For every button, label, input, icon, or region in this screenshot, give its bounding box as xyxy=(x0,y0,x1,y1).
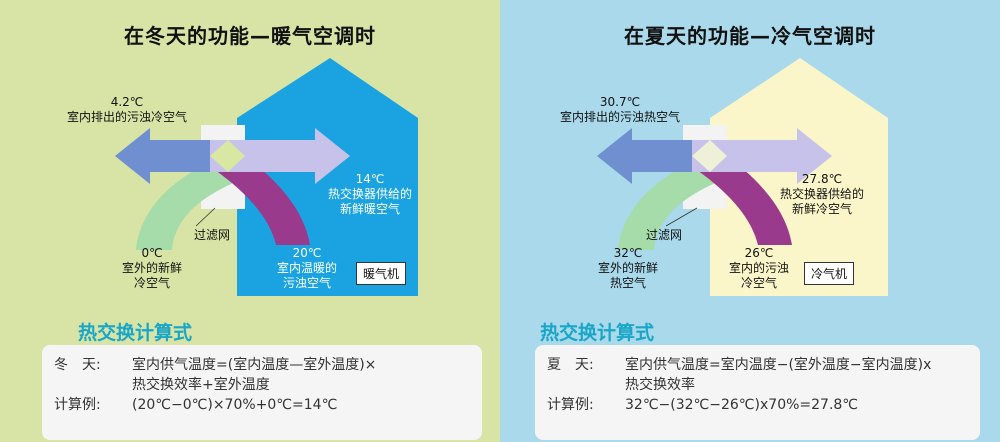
summer-center-crossing xyxy=(692,140,727,172)
summer-indoor-desc-1: 室内的污浊 xyxy=(728,261,789,275)
winter-device-tag: 暖气机 xyxy=(356,262,407,285)
summer-formula-line-1: 室内供气温度=室内温度−(室外温度−室内温度)x xyxy=(625,357,932,373)
winter-indoor-temp: 20℃ xyxy=(292,246,322,260)
winter-season-label: 冬 天: xyxy=(54,357,101,373)
winter-exhaust-temp: 4.2℃ xyxy=(110,95,144,109)
summer-example: 32℃−(32℃−26℃)x70%=27.8℃ xyxy=(625,397,859,413)
summer-outdoor-desc-1: 室外的新鲜 xyxy=(597,261,658,275)
winter-indoor-desc-1: 室内温暖的 xyxy=(276,261,337,275)
winter-lavender-supply-arrow xyxy=(210,128,350,184)
summer-exhaust-temp: 30.7℃ xyxy=(599,95,641,109)
winter-outdoor-desc-2: 冷空气 xyxy=(133,276,170,290)
summer-exhaust-desc: 室内排出的污浊热空气 xyxy=(559,110,680,124)
winter-title: 在冬天的功能—暖气空调时 xyxy=(124,24,376,48)
summer-diagram xyxy=(597,58,888,296)
winter-panel: 在冬天的功能—暖气空调时 4.2℃ 室内排出的污浊冷空气 14℃ 热交换器供给的… xyxy=(0,0,500,442)
winter-outdoor-desc-1: 室外的新鲜 xyxy=(121,261,182,275)
winter-example: (20℃−0℃)×70%+0℃=14℃ xyxy=(132,397,338,413)
summer-device-tag: 冷气机 xyxy=(804,262,855,285)
summer-outdoor-temp: 32℃ xyxy=(613,246,643,260)
winter-formula-title: 热交换计算式 xyxy=(78,322,193,344)
summer-indoor-desc-2: 冷空气 xyxy=(740,276,777,290)
summer-lavender-supply-arrow xyxy=(692,128,832,184)
summer-season-label: 夏 天: xyxy=(547,357,594,373)
summer-formula-line-2: 热交换效率 xyxy=(625,377,695,393)
winter-purple-airflow xyxy=(215,152,310,245)
winter-exhaust-desc: 室内排出的污浊冷空气 xyxy=(66,110,187,124)
winter-green-airflow xyxy=(136,160,240,250)
winter-outdoor-temp: 0℃ xyxy=(141,246,163,260)
summer-supply-desc-2: 新鲜冷空气 xyxy=(791,202,852,216)
summer-supply-desc-1: 热交换器供给的 xyxy=(779,187,864,201)
summer-outdoor-desc-2: 热空气 xyxy=(609,276,646,290)
winter-formula-line-2: 热交换效率+室外温度 xyxy=(132,377,270,393)
winter-supply-desc-1: 热交换器供给的 xyxy=(327,187,412,201)
summer-panel: 在夏天的功能—冷气空调时 30.7℃ 室内排出的污浊热空气 27.8℃ 热交换器… xyxy=(500,0,1000,442)
winter-supply-temp: 14℃ xyxy=(355,172,385,186)
summer-supply-temp: 27.8℃ xyxy=(801,172,843,186)
winter-diagram xyxy=(115,58,418,296)
summer-formula-title: 热交换计算式 xyxy=(540,322,655,344)
winter-center-crossing xyxy=(210,140,245,172)
winter-formula-box: 冬 天: 室内供气温度=(室内温度—室外温度)× 热交换效率+室外温度 计算例:… xyxy=(42,345,482,440)
summer-example-label: 计算例: xyxy=(547,397,594,413)
summer-title: 在夏天的功能—冷气空调时 xyxy=(624,24,876,48)
summer-purple-airflow xyxy=(697,152,792,245)
summer-green-airflow xyxy=(618,160,722,250)
winter-filter-label: 过滤网 xyxy=(194,228,231,242)
winter-indoor-desc-2: 污浊空气 xyxy=(282,276,331,290)
summer-indoor-temp: 26℃ xyxy=(744,246,774,260)
summer-formula-box: 夏 天: 室内供气温度=室内温度−(室外温度−室内温度)x 热交换效率 计算例:… xyxy=(535,345,980,440)
winter-example-label: 计算例: xyxy=(54,397,101,413)
winter-formula-line-1: 室内供气温度=(室内温度—室外温度)× xyxy=(132,357,377,373)
winter-supply-desc-2: 新鲜暖空气 xyxy=(339,202,400,216)
summer-filter-label: 过滤网 xyxy=(646,228,683,242)
